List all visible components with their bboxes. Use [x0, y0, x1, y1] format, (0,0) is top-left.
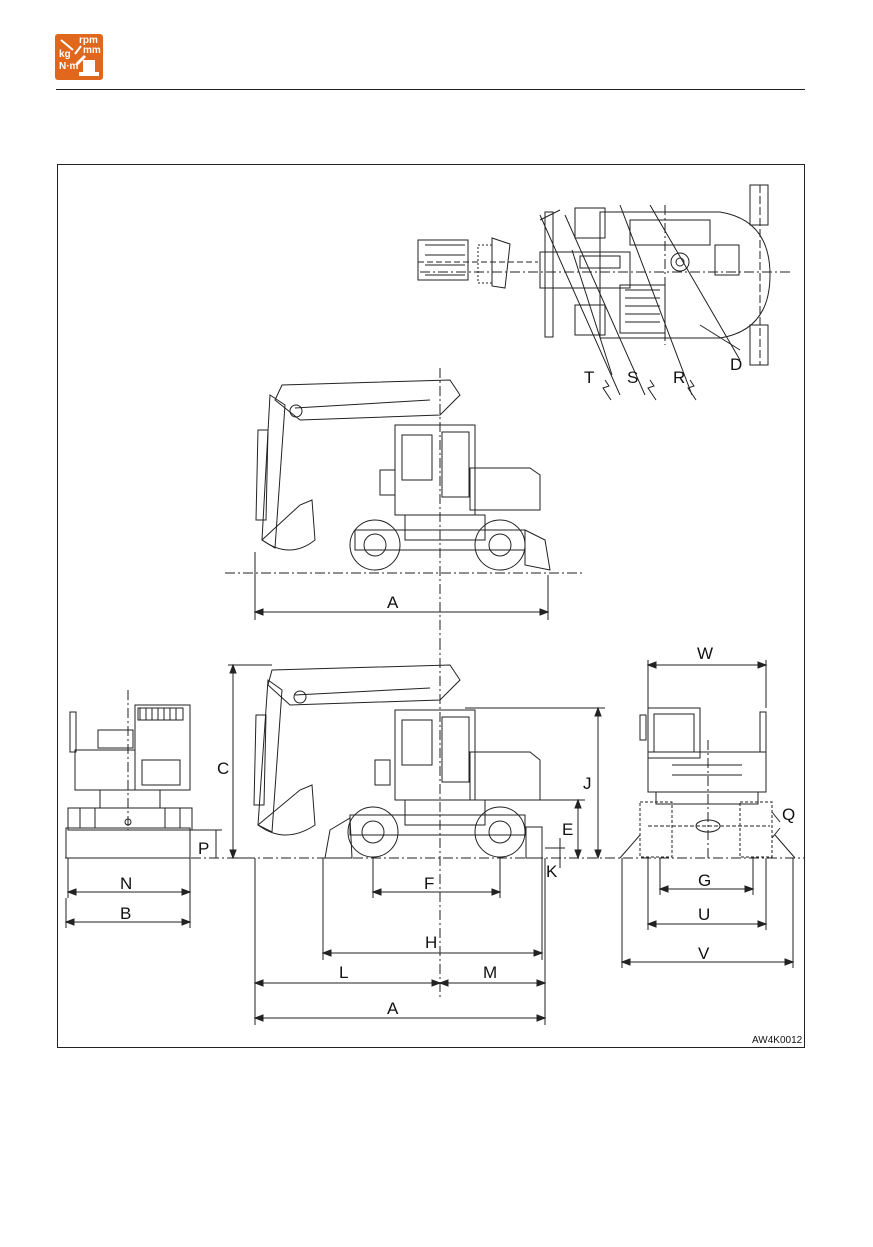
dim-label-s: S	[627, 368, 638, 387]
dim-label-w: W	[697, 644, 713, 663]
dim-label-v: V	[698, 944, 710, 963]
dim-label-r: R	[673, 368, 685, 387]
dim-label-c: C	[217, 759, 229, 778]
side-view-travel	[225, 368, 585, 640]
dim-label-m: M	[483, 963, 497, 982]
dim-label-q: Q	[782, 805, 795, 824]
dim-label-d: D	[730, 355, 742, 374]
figure-code: AW4K0012	[752, 1035, 803, 1046]
dim-label-e: E	[562, 820, 573, 839]
dim-label-b: B	[120, 904, 131, 923]
dim-label-u: U	[698, 905, 710, 924]
rear-view-left	[66, 690, 222, 928]
dim-label-a-bottom: A	[387, 999, 399, 1018]
dim-label-a-top: A	[387, 593, 399, 612]
dim-label-n: N	[120, 874, 132, 893]
dim-label-f: F	[424, 874, 434, 893]
dim-label-p: P	[198, 839, 209, 858]
dim-label-h: H	[425, 933, 437, 952]
dim-label-l: L	[339, 963, 348, 982]
dim-label-g: G	[698, 871, 711, 890]
side-view-main	[65, 640, 805, 1025]
dim-label-k: K	[546, 862, 558, 881]
dim-label-j: J	[583, 774, 592, 793]
dim-label-t: T	[584, 368, 594, 387]
